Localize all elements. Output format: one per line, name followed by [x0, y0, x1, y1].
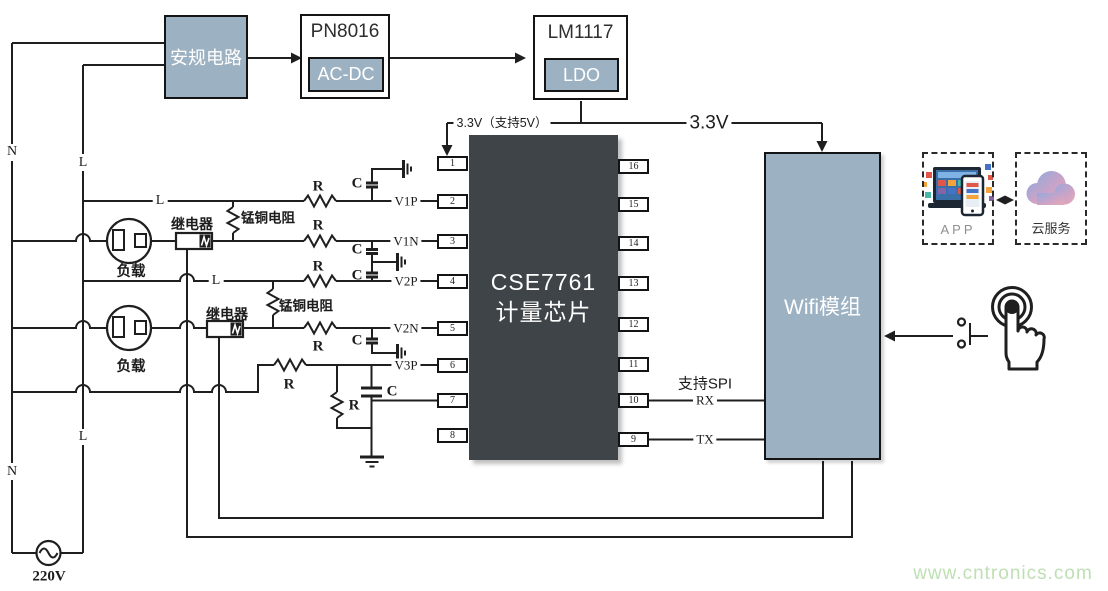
pn8016-block: PN8016 AC-DC [300, 14, 390, 99]
resistor-label-6: R [348, 397, 360, 414]
rail-3v3-5v-label: 3.3V（支持5V） [453, 117, 551, 130]
touch-gesture-icon [991, 286, 1046, 371]
chip-pin-8: 8 [437, 428, 468, 443]
chip-pin-13: 13 [618, 275, 649, 291]
v3p-label: V3P [391, 358, 421, 372]
shunt-label-2: 锰铜电阻 [279, 298, 333, 314]
cloud-icon [1026, 171, 1075, 205]
sync-arrow [996, 195, 1014, 205]
capacitor-ground-symbols [360, 160, 437, 468]
relay-label-1: 继电器 [171, 216, 213, 232]
v2p-label: V2P [391, 274, 421, 288]
app-block: APP [922, 152, 994, 245]
chip-pin-5: 5 [437, 320, 468, 336]
live-label-row1: L [152, 194, 168, 208]
watermark-text: www.cntronics.com [913, 563, 1093, 584]
live-label-top: L [75, 156, 91, 170]
chip-pin-3: 3 [437, 233, 468, 249]
safety-circuit-block: 安规电路 [164, 15, 248, 99]
chip-pin-2: 2 [437, 193, 468, 209]
relay-control-wires [186, 249, 853, 538]
relay-label-2: 继电器 [206, 306, 248, 322]
power-rail-wires [441, 101, 828, 156]
lm1117-title: LM1117 [547, 22, 614, 43]
chip-pin-14: 14 [618, 235, 649, 251]
live-label-bottom: L [75, 430, 91, 444]
block-flow-arrows [248, 52, 526, 64]
load-symbols [105, 217, 153, 352]
chip-pin-10: 10 [618, 393, 649, 408]
load-label-2: 负载 [116, 358, 146, 375]
chip-pin-6: 6 [437, 357, 468, 373]
shunt-label-1: 锰铜电阻 [241, 210, 295, 226]
chip-subtitle: 计量芯片 [495, 298, 592, 325]
sampling-rows [12, 200, 437, 393]
relay-symbols [174, 231, 245, 339]
neutral-label-top: N [3, 145, 21, 159]
load-label-1: 负载 [116, 263, 146, 280]
ldo-label: LDO [562, 64, 600, 85]
source-voltage-label: 220V [32, 568, 66, 585]
tx-label: TX [693, 432, 717, 446]
wifi-module-block: Wifi模组 [764, 152, 881, 460]
resistor-label-3: R [312, 258, 324, 275]
neutral-label-bottom: N [3, 465, 21, 479]
cap-label-2: C [351, 241, 363, 258]
spi-support-label: 支持SPI [677, 375, 733, 393]
cap-label-4: C [351, 332, 363, 349]
chip-pin-11: 11 [618, 356, 649, 372]
mains-wires [11, 42, 164, 554]
shunt-resistor-symbols [225, 201, 281, 328]
app-devices-icon [922, 164, 994, 217]
app-label: APP [940, 222, 976, 237]
chip-name: CSE7761 [490, 268, 597, 295]
acdc-sub-block: AC-DC [308, 57, 384, 92]
ldo-sub-block: LDO [544, 58, 619, 92]
live-label-row2: L [208, 274, 224, 288]
chip-pin-1: 1 [437, 155, 468, 171]
resistor-label-4: R [312, 338, 324, 355]
resistor-label-5: R [283, 376, 295, 393]
resistor-symbols [273, 193, 372, 429]
cap-label-3: C [351, 267, 363, 284]
cap-label-5: C [386, 383, 398, 400]
v1n-label: V1N [390, 234, 422, 248]
v2n-label: V2N [390, 321, 422, 335]
chip-pin-16: 16 [618, 158, 649, 174]
resistor-label-2: R [312, 217, 324, 234]
v1p-label: V1P [391, 194, 421, 208]
safety-circuit-label: 安规电路 [170, 48, 242, 68]
cap-label-1: C [351, 175, 363, 192]
button-symbol [884, 317, 988, 349]
cloud-service-block: 云服务 [1015, 152, 1087, 245]
rx-label: RX [692, 393, 718, 407]
acdc-label: AC-DC [317, 64, 375, 84]
chip-pin-7: 7 [437, 393, 468, 408]
chip-pin-12: 12 [618, 316, 649, 332]
chip-pin-15: 15 [618, 196, 649, 212]
cse7761-chip-block: CSE7761 计量芯片 [469, 135, 618, 460]
lm1117-block: LM1117 LDO [533, 15, 628, 100]
chip-pin-4: 4 [437, 273, 468, 289]
resistor-label-1: R [312, 178, 324, 195]
ac-source-symbol [35, 539, 62, 567]
chip-pin-9: 9 [618, 432, 649, 447]
rail-3v3-label: 3.3V [686, 113, 732, 133]
wifi-module-label: Wifi模组 [784, 296, 861, 319]
cloud-service-label: 云服务 [1031, 221, 1071, 236]
pn8016-title: PN8016 [310, 21, 380, 42]
